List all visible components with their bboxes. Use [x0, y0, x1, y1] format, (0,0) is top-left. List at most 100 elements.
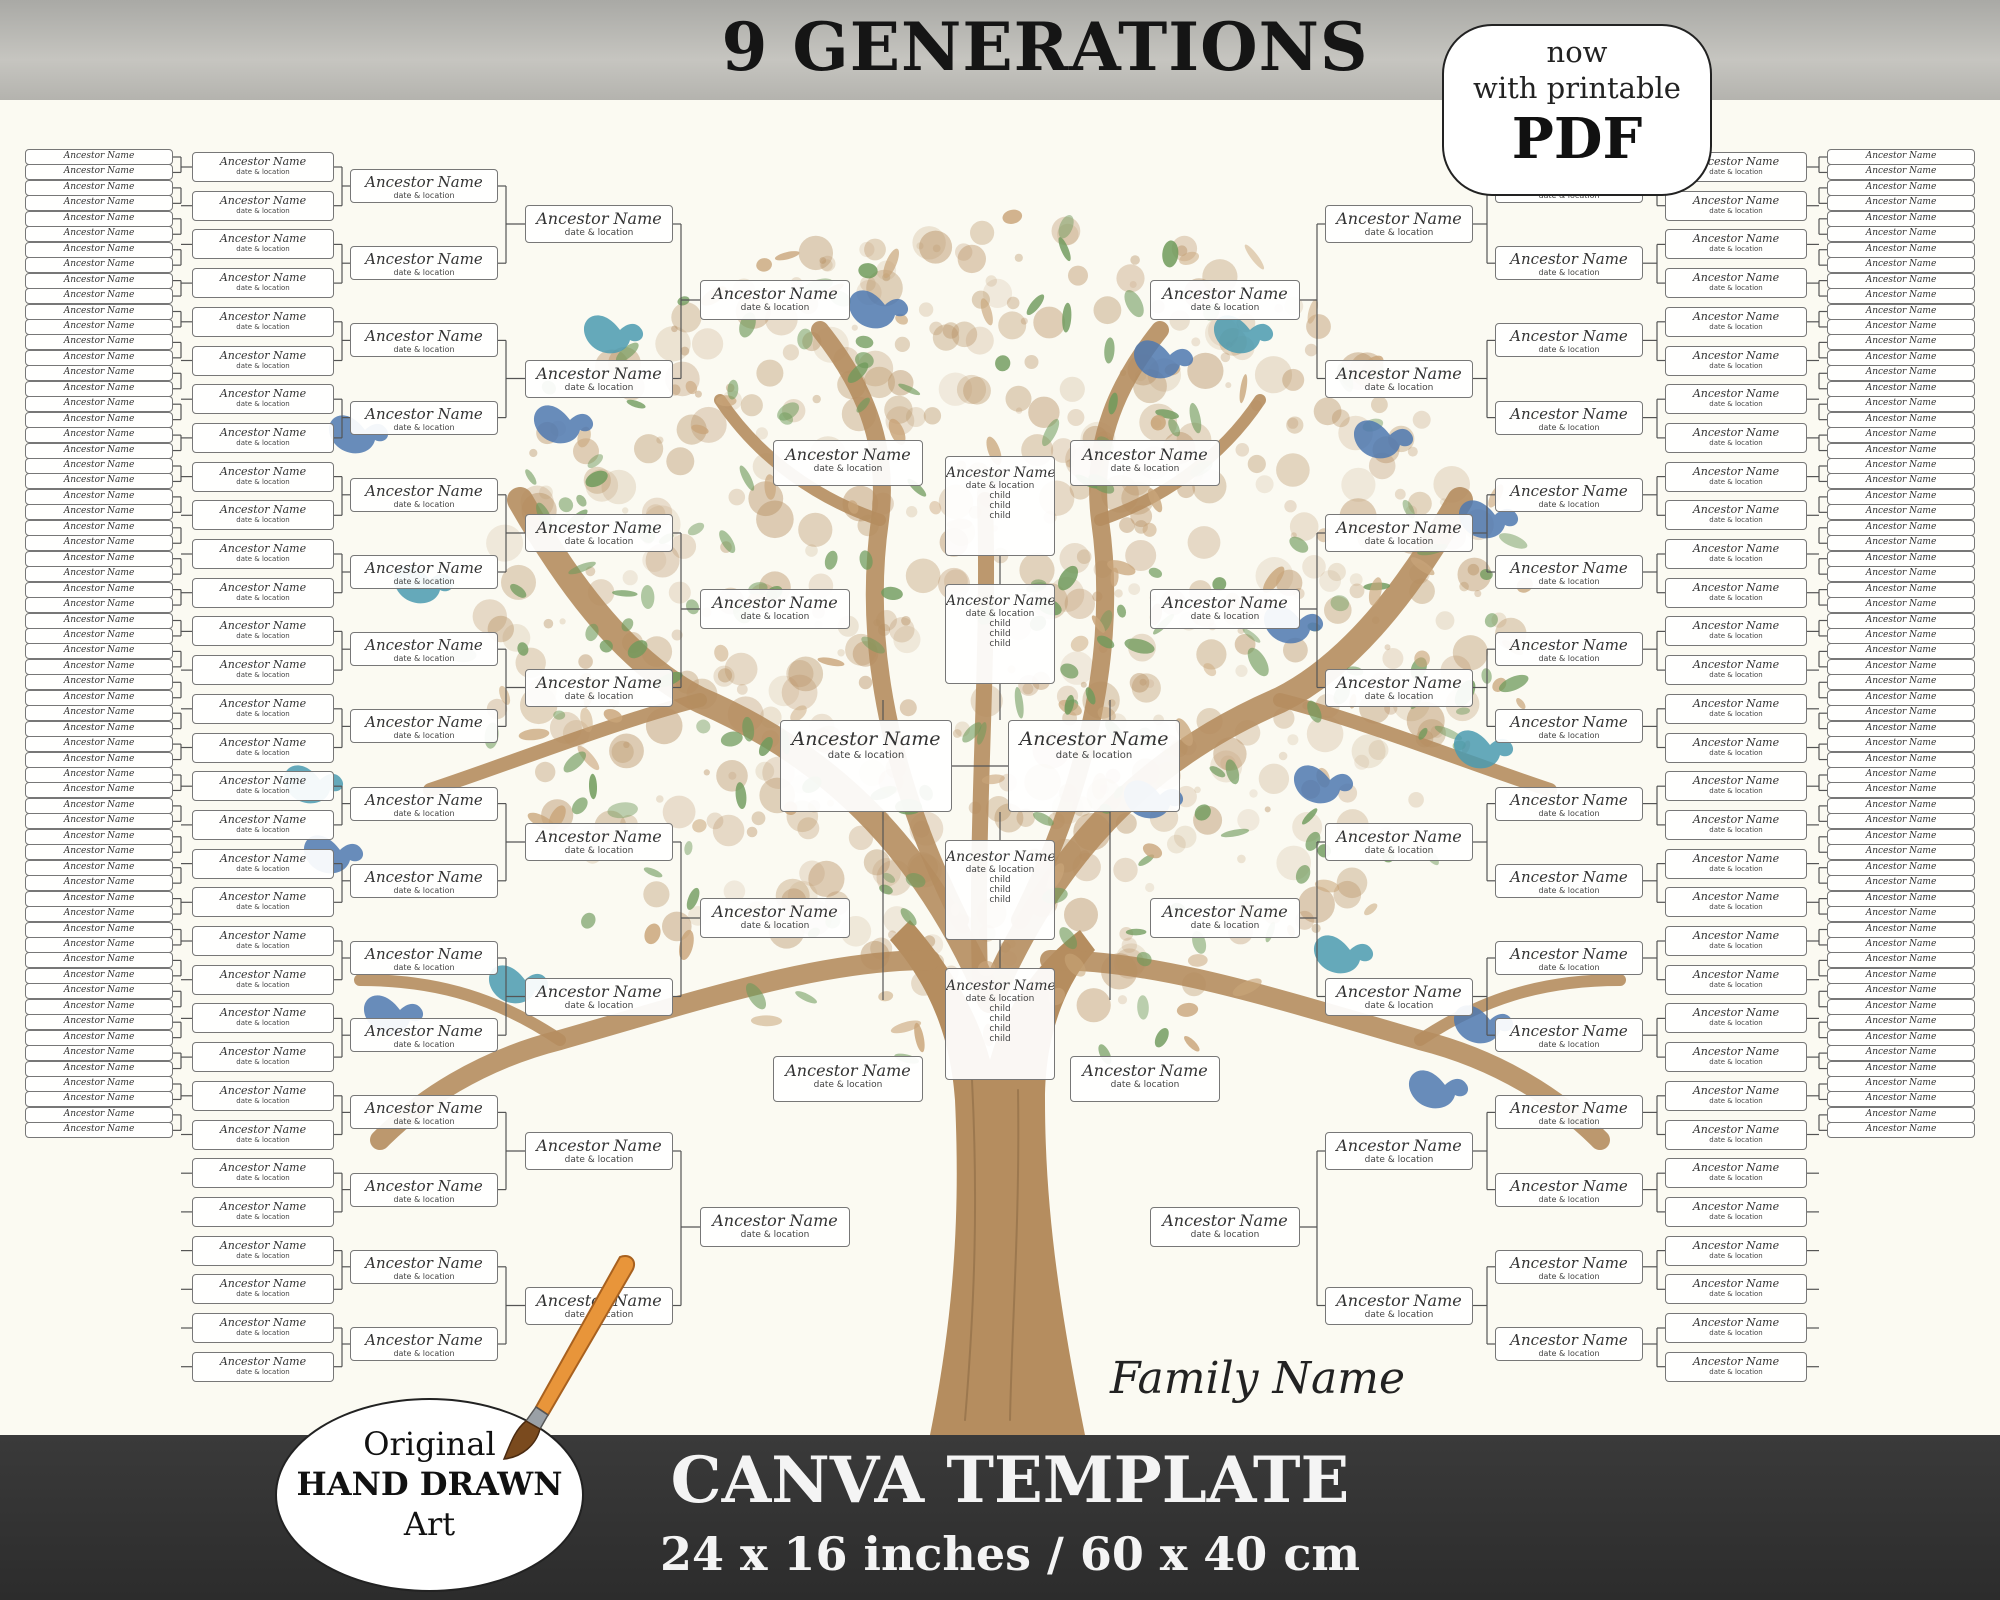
ancestor-name: Ancestor Name: [1692, 581, 1780, 594]
splatter-dot: [781, 674, 818, 711]
splatter-dot: [1255, 475, 1274, 494]
leaf: [1402, 499, 1415, 519]
canva-template-title: CANVA TEMPLATE: [670, 1443, 1350, 1518]
date-location: date & location: [236, 284, 290, 292]
ancestor-name: Ancestor Name: [63, 877, 135, 887]
branch: [1011, 321, 1169, 929]
ancestor-box: Ancestor Name: [1827, 566, 1975, 582]
ancestor-name: Ancestor Name: [1865, 475, 1937, 485]
splatter-dot: [1015, 407, 1023, 414]
ancestor-name: Ancestor Name: [219, 774, 307, 787]
leaf: [1414, 650, 1430, 668]
ancestor-box: Ancestor Name: [25, 535, 173, 551]
date-location: date & location: [393, 654, 455, 663]
leaf: [895, 313, 908, 325]
leaf: [1176, 1002, 1199, 1017]
ancestor-box: Ancestor Name: [25, 752, 173, 768]
ancestor-name: Ancestor Name: [63, 645, 135, 655]
splatter-dot: [724, 652, 758, 686]
leaf: [817, 657, 845, 667]
splatter-dot: [1125, 540, 1157, 571]
leaf: [1085, 687, 1096, 705]
ancestor-name: Ancestor Name: [63, 615, 135, 625]
ancestor-name: Ancestor Name: [1865, 1063, 1937, 1073]
splatter-dot: [1412, 410, 1431, 429]
ancestor-box: Ancestor Name: [1827, 304, 1975, 320]
leaf: [824, 550, 838, 570]
ancestor-name: Ancestor Name: [1692, 697, 1780, 710]
splatter-dot: [601, 469, 637, 505]
ancestor-box: Ancestor Name: [25, 1045, 173, 1061]
date-location: date & location: [393, 886, 455, 895]
ancestor-name: Ancestor Name: [63, 429, 135, 439]
date-location: date & location: [236, 710, 290, 718]
ancestor-name: Ancestor Name: [1692, 1316, 1780, 1329]
ancestor-name: Ancestor Name: [63, 506, 135, 516]
splatter-dot: [1129, 281, 1137, 288]
splatter-dot: [848, 825, 874, 850]
date-location: date & location: [965, 994, 1035, 1004]
splatter-dot: [668, 581, 691, 604]
splatter-dot: [1006, 296, 1020, 310]
splatter-dot: [1474, 590, 1482, 598]
splatter-dot: [1194, 786, 1201, 794]
splatter-dot: [938, 372, 973, 406]
leaf: [914, 1022, 925, 1053]
ancestor-box: Ancestor Name: [25, 226, 173, 242]
ancestor-name: Ancestor Name: [63, 537, 135, 547]
splatter-dot: [1191, 337, 1201, 347]
ancestor-box: Ancestor Name: [25, 875, 173, 891]
date-location: date & location: [1709, 1174, 1763, 1182]
ancestor-name: Ancestor Name: [63, 491, 135, 501]
ancestor-box: Ancestor Name: [1827, 628, 1975, 644]
leaf: [1499, 533, 1528, 549]
splatter-dot: [768, 675, 800, 707]
ancestor-name: Ancestor Name: [219, 1123, 307, 1136]
ancestor-name: Ancestor Name: [63, 151, 135, 161]
date-location: date & location: [1364, 537, 1434, 547]
date-location: date & location: [1538, 1040, 1600, 1049]
date-location: date & location: [236, 942, 290, 950]
ancestor-name: Ancestor Name: [219, 155, 307, 168]
date-location: date & location: [393, 963, 455, 972]
leaf: [1330, 595, 1350, 612]
leaf: [1307, 700, 1322, 723]
leaf: [1242, 628, 1261, 643]
leaf: [1137, 995, 1149, 1020]
ancestor-name: Ancestor Name: [1865, 228, 1937, 238]
ancestor-box: Ancestor Name: [1827, 535, 1975, 551]
date-location: date & location: [1709, 1290, 1763, 1298]
ancestor-box: Ancestor Name: [1827, 288, 1975, 304]
leaf: [878, 991, 894, 1002]
ancestor-name: Ancestor Name: [536, 827, 662, 846]
ancestor-box: Ancestor Name: [25, 690, 173, 706]
ancestor-box: Ancestor Name: [25, 829, 173, 845]
ancestor-name: Ancestor Name: [1692, 503, 1780, 516]
splatter-dot: [1050, 438, 1076, 463]
child-label: child: [989, 629, 1011, 639]
ancestor-name: Ancestor Name: [1692, 1200, 1780, 1213]
splatter-dot: [1176, 245, 1188, 257]
splatter-dot: [899, 699, 917, 717]
ancestor-box: Ancestor Name: [25, 891, 173, 907]
ancestor-name: Ancestor Name: [536, 1136, 662, 1155]
ancestor-name: Ancestor Name: [1865, 661, 1937, 671]
splatter-dot: [623, 741, 630, 748]
splatter-dot: [1384, 644, 1391, 651]
ancestor-name: Ancestor Name: [1082, 445, 1208, 464]
splatter-dot: [1080, 681, 1087, 688]
